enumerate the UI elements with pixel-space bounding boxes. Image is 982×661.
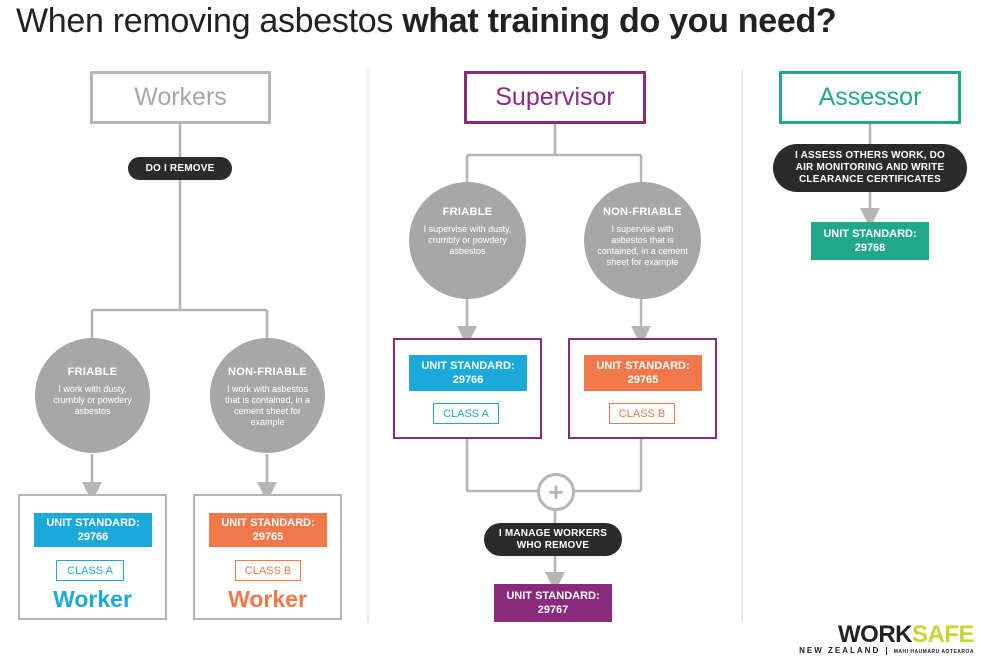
workers-unit-label-a: UNIT STANDARD:	[46, 517, 140, 529]
workers-friable-desc: I work with dusty, crumbly or powdery as…	[53, 384, 132, 416]
assessor-unit-label: UNIT STANDARD:	[823, 228, 917, 240]
logo-safe: SAFE	[911, 621, 975, 648]
supervisor-manage-label: I MANAGE WORKERS WHO REMOVE	[498, 527, 608, 551]
workers-unit-standard-b: UNIT STANDARD: 29765	[209, 513, 327, 547]
workers-role-b: Worker	[228, 586, 307, 612]
supervisor-friable-circle: FRIABLE I supervise with dusty, crumbly …	[409, 182, 526, 299]
workers-unit-label-b: UNIT STANDARD:	[221, 517, 315, 529]
assessor-statement-pill: I ASSESS OTHERS WORK, DO AIR MONITORING …	[773, 144, 967, 192]
workers-role-a: Worker	[53, 586, 132, 612]
workers-result-class-a: UNIT STANDARD: 29766 CLASS A Worker	[18, 494, 167, 620]
page-title: When removing asbestos what training do …	[16, 2, 837, 41]
workers-class-b-badge: CLASS B	[235, 560, 301, 581]
supervisor-manage-pill: I MANAGE WORKERS WHO REMOVE	[484, 523, 622, 556]
workers-nonfriable-title: NON-FRIABLE	[227, 366, 308, 378]
workers-nonfriable-circle: NON-FRIABLE I work with asbestos that is…	[210, 338, 325, 453]
supervisor-friable-desc: I supervise with dusty, crumbly or powde…	[423, 224, 512, 256]
logo-sub-divider	[886, 646, 888, 655]
supervisor-header-label: Supervisor	[495, 83, 615, 111]
workers-unit-number-b: 29765	[252, 531, 284, 543]
logo-sub-nz: NEW ZEALAND	[799, 646, 881, 655]
workers-result-class-b: UNIT STANDARD: 29765 CLASS B Worker	[193, 494, 342, 620]
assessor-header: Assessor	[779, 71, 961, 124]
plus-icon: +	[537, 473, 575, 511]
workers-friable-circle: FRIABLE I work with dusty, crumbly or po…	[35, 338, 150, 453]
assessor-unit-standard: UNIT STANDARD: 29768	[811, 222, 929, 260]
supervisor-unit-number-a: 29766	[452, 374, 484, 386]
workers-friable-title: FRIABLE	[67, 366, 118, 378]
supervisor-class-a-label: CLASS A	[443, 407, 489, 420]
supervisor-final-label: UNIT STANDARD:	[506, 590, 600, 602]
assessor-unit-number: 29768	[854, 242, 886, 254]
supervisor-unit-standard-a: UNIT STANDARD: 29766	[409, 355, 527, 391]
supervisor-final-unit: UNIT STANDARD: 29767	[494, 584, 612, 622]
supervisor-final-number: 29767	[537, 604, 569, 616]
assessor-header-label: Assessor	[818, 83, 922, 111]
workers-question-label: DO I REMOVE	[145, 162, 215, 174]
workers-header-label: Workers	[134, 83, 227, 111]
supervisor-unit-number-b: 29765	[627, 374, 659, 386]
workers-class-a-label: CLASS A	[67, 564, 113, 577]
logo-sub-maori: MAHI HAUMARU AOTEAROA	[893, 649, 974, 655]
workers-class-a-badge: CLASS A	[56, 560, 124, 581]
assessor-statement-label: I ASSESS OTHERS WORK, DO AIR MONITORING …	[794, 150, 945, 185]
workers-unit-number-a: 29766	[77, 531, 109, 543]
supervisor-friable-title: FRIABLE	[442, 206, 493, 218]
supervisor-class-a-badge: CLASS A	[433, 403, 499, 424]
title-regular: When removing asbestos	[16, 2, 394, 40]
workers-unit-standard-a: UNIT STANDARD: 29766	[34, 513, 152, 547]
title-bold: what training do you need?	[402, 2, 837, 40]
workers-class-b-label: CLASS B	[244, 564, 292, 577]
workers-question-pill: DO I REMOVE	[128, 157, 232, 180]
logo-subtitle: NEW ZEALAND MAHI HAUMARU AOTEAROA	[799, 646, 974, 655]
supervisor-class-b-badge: CLASS B	[609, 403, 675, 424]
supervisor-unit-standard-b: UNIT STANDARD: 29765	[584, 355, 702, 391]
supervisor-unit-label-a: UNIT STANDARD:	[421, 360, 515, 372]
plus-icon-glyph: +	[548, 477, 564, 507]
logo-work: WORK	[838, 621, 912, 648]
workers-nonfriable-desc: I work with asbestos that is contained, …	[224, 384, 311, 427]
supervisor-class-b-label: CLASS B	[618, 407, 666, 420]
supervisor-result-class-a: UNIT STANDARD: 29766 CLASS A	[393, 338, 542, 439]
supervisor-nonfriable-desc: I supervise with asbestos that is contai…	[597, 224, 688, 267]
supervisor-header: Supervisor	[464, 71, 646, 124]
supervisor-result-class-b: UNIT STANDARD: 29765 CLASS B	[568, 338, 717, 439]
supervisor-nonfriable-title: NON-FRIABLE	[602, 206, 683, 218]
supervisor-unit-label-b: UNIT STANDARD:	[596, 360, 690, 372]
workers-header: Workers	[90, 71, 271, 124]
supervisor-nonfriable-circle: NON-FRIABLE I supervise with asbestos th…	[584, 182, 701, 299]
worksafe-logo: WORKSAFE NEW ZEALAND MAHI HAUMARU AOTEAR…	[799, 621, 974, 655]
